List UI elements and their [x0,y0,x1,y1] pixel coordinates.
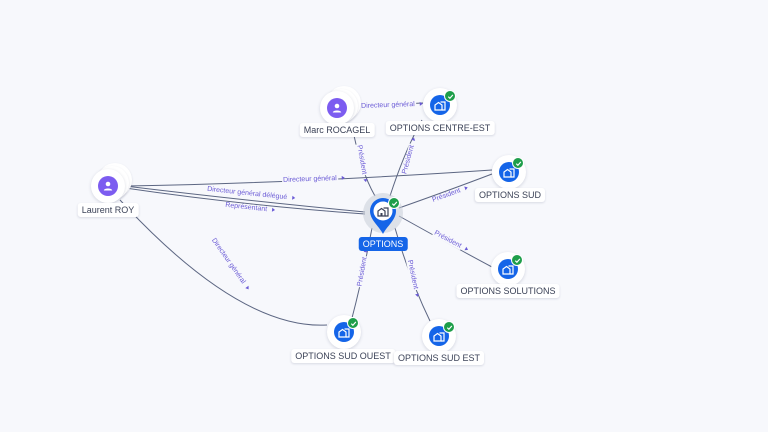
edge-label: Président [355,145,367,175]
edge-arrow-icon [464,246,469,251]
edge-arrow-icon [245,285,249,290]
check-icon [350,321,356,326]
edge-arrow-icon [341,175,345,180]
check-icon [514,258,520,263]
edge-label: Directeur général [210,237,247,285]
edge-arrow-icon [363,178,368,183]
edge-label-background [359,101,417,110]
edge-label-background [281,175,339,184]
building-icon [502,265,514,275]
company-label: OPTIONS SOLUTIONS [456,284,560,298]
verified-badge [347,317,359,329]
check-icon [391,201,397,206]
building-icon [338,328,350,338]
check-icon [515,161,521,166]
edge-label: Président [406,259,419,289]
edge-label-background [355,143,368,176]
edge-label: Directeur général délégué [207,186,288,201]
edge-label-background [205,185,289,202]
building-icon [433,332,445,342]
check-icon [447,94,453,99]
edge-arrow-icon [411,137,416,141]
company-label: OPTIONS SUD [474,188,546,202]
edge-laurent-options[interactable] [124,185,366,213]
edge-label: Directeur général [283,175,337,184]
edge-label: Représentant [225,202,268,213]
center-node-label: OPTIONS [358,237,408,251]
edge-arrow-icon [292,195,296,200]
edge-arrow-icon [271,207,276,212]
person-avatar [327,98,347,118]
edge-label-background [432,229,464,251]
company-label: OPTIONS SUD EST [393,351,485,365]
edge-label: Président [357,257,369,287]
edge-label: Président [433,230,462,250]
check-icon [446,325,452,330]
edge-label-background [356,255,369,288]
edge-label-background [401,143,417,176]
company-label: OPTIONS CENTRE-EST [385,121,495,135]
building-icon [377,207,389,217]
edge-label: Président [431,187,461,204]
edge-label-background [209,236,248,287]
person-icon [332,103,342,113]
person-label: Laurent ROY [77,203,139,217]
edge-options-sud[interactable] [398,173,493,209]
edge-label-background [430,186,463,205]
verified-badge [512,157,524,169]
edge-label: Directeur général [361,101,415,110]
verified-badge [511,254,523,266]
building-icon [503,168,515,178]
company-label: OPTIONS SUD OUEST [291,349,395,363]
person-label: Marc ROCAGEL [299,123,375,137]
edge-laurent-options[interactable] [124,187,366,215]
edge-label-background [405,258,420,291]
verified-badge [444,90,456,102]
verified-badge [388,197,400,209]
edge-arrow-icon [464,186,468,191]
edge-arrow-icon [419,101,423,106]
edge-label-background [223,201,269,214]
edge-arrow-icon [415,293,420,297]
edge-laurent-sud_ouest[interactable] [119,199,328,326]
person-avatar [98,176,118,196]
person-icon [103,181,113,191]
building-icon [434,101,446,111]
verified-badge [443,321,455,333]
